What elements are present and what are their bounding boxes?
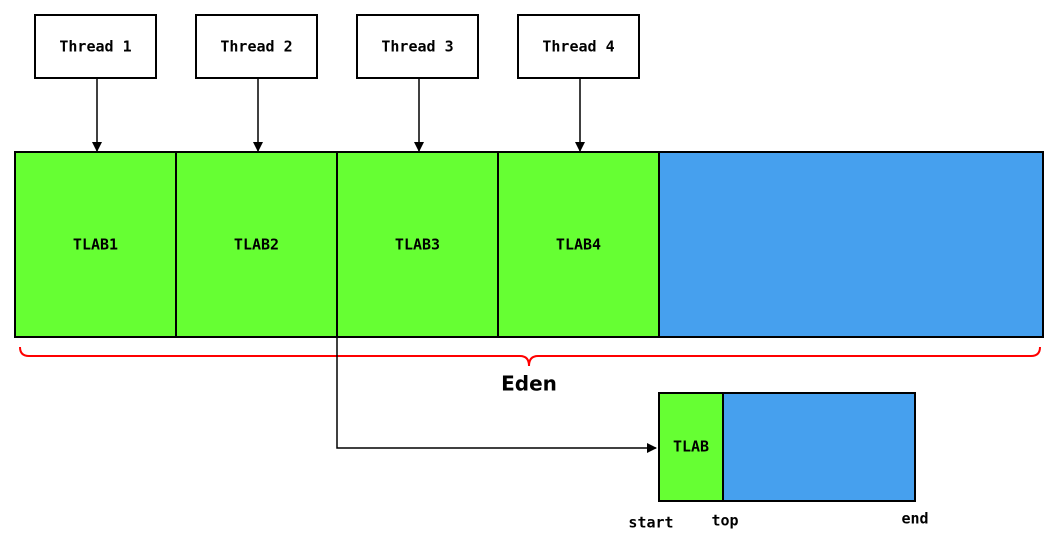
tlab-label-1: TLAB1	[73, 236, 118, 254]
tlab-label-3: TLAB3	[395, 236, 440, 254]
thread-box-4: Thread 4	[517, 14, 640, 79]
top-label: top	[711, 512, 738, 530]
tlab-segment-2: TLAB2	[175, 151, 338, 338]
tlab-segment-1: TLAB1	[14, 151, 177, 338]
eden-brace	[19, 346, 1041, 367]
tlab-segment-4: TLAB4	[497, 151, 660, 338]
tlab-label-4: TLAB4	[556, 236, 601, 254]
tlab-label-2: TLAB2	[234, 236, 279, 254]
tlab-segment-3: TLAB3	[336, 151, 499, 338]
thread-box-1: Thread 1	[34, 14, 157, 79]
end-label: end	[901, 510, 928, 528]
eden-free-space	[658, 151, 1044, 338]
tlab-detail-box: TLAB	[658, 392, 916, 502]
thread-label-2: Thread 2	[220, 38, 292, 56]
tlab-detail-used	[658, 392, 724, 502]
detail-connector-arrow	[336, 337, 657, 453]
tlab-detail-free	[722, 392, 916, 502]
thread-label-1: Thread 1	[59, 38, 131, 56]
eden-label: Eden	[501, 372, 557, 396]
thread-label-4: Thread 4	[542, 38, 614, 56]
thread-box-2: Thread 2	[195, 14, 318, 79]
start-label: start	[628, 514, 673, 532]
thread-label-3: Thread 3	[381, 38, 453, 56]
thread-box-3: Thread 3	[356, 14, 479, 79]
tlab-detail-label: TLAB	[673, 438, 709, 456]
